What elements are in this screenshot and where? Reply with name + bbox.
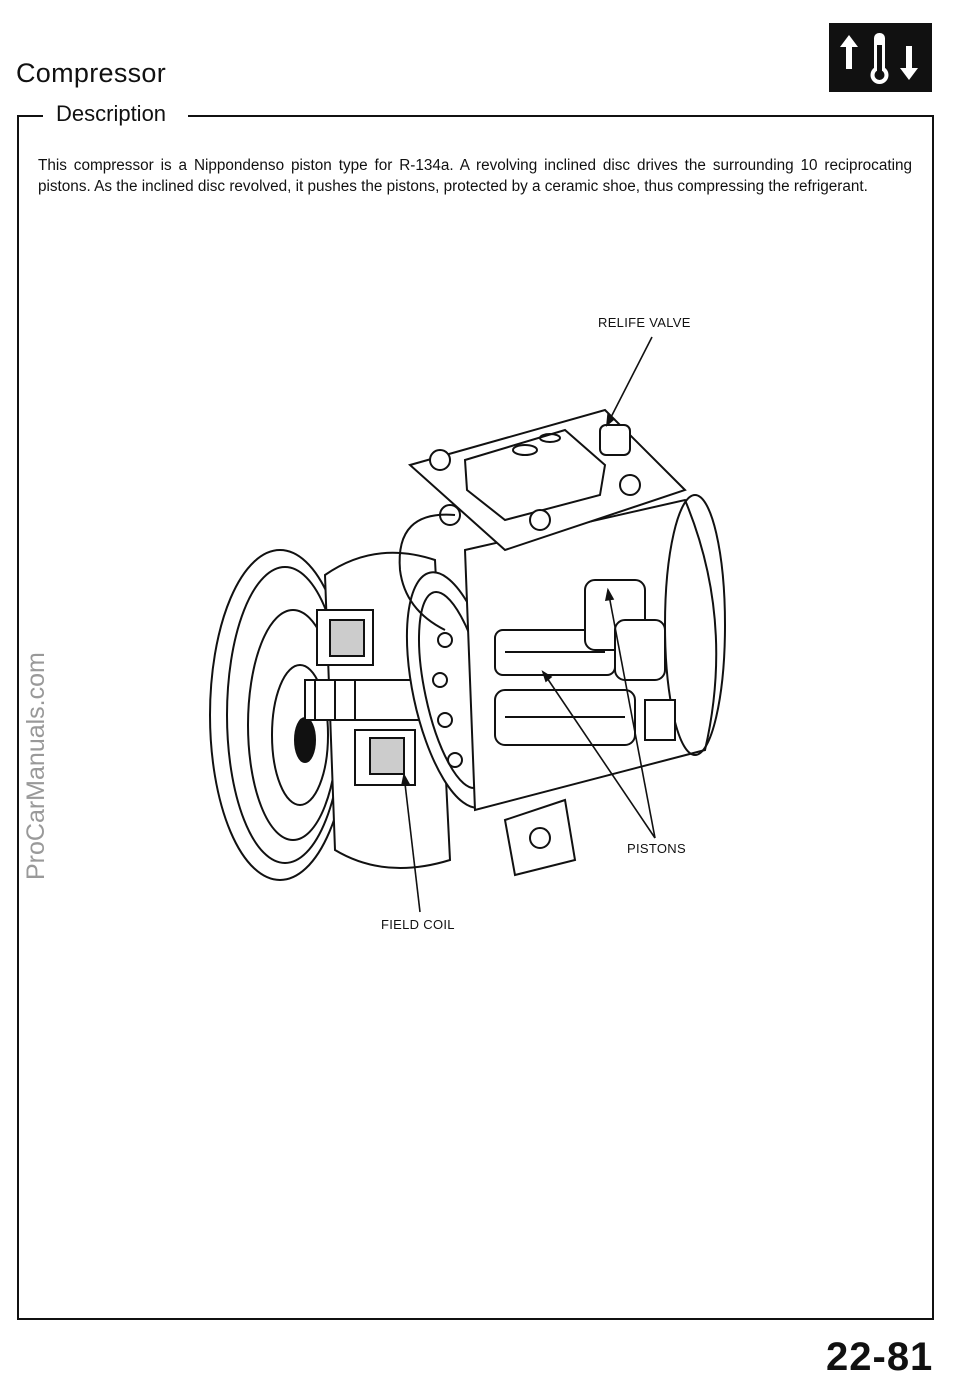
section-title: Description — [50, 101, 173, 127]
compressor-illustration — [205, 380, 740, 900]
watermark: ProCarManuals.com — [22, 652, 50, 880]
content-frame — [17, 115, 934, 1320]
ac-temperature-icon — [829, 23, 932, 92]
page-number: 22-81 — [826, 1335, 934, 1379]
callout-pistons: PISTONS — [627, 841, 686, 856]
description-text: This compressor is a Nippondenso piston … — [38, 157, 912, 195]
frame-top-left-rule — [17, 115, 43, 117]
page-title: Compressor — [16, 58, 167, 88]
frame-top-right-rule — [188, 115, 932, 117]
callout-relief-valve: RELIFE VALVE — [598, 315, 691, 330]
callout-field-coil: FIELD COIL — [381, 917, 455, 932]
